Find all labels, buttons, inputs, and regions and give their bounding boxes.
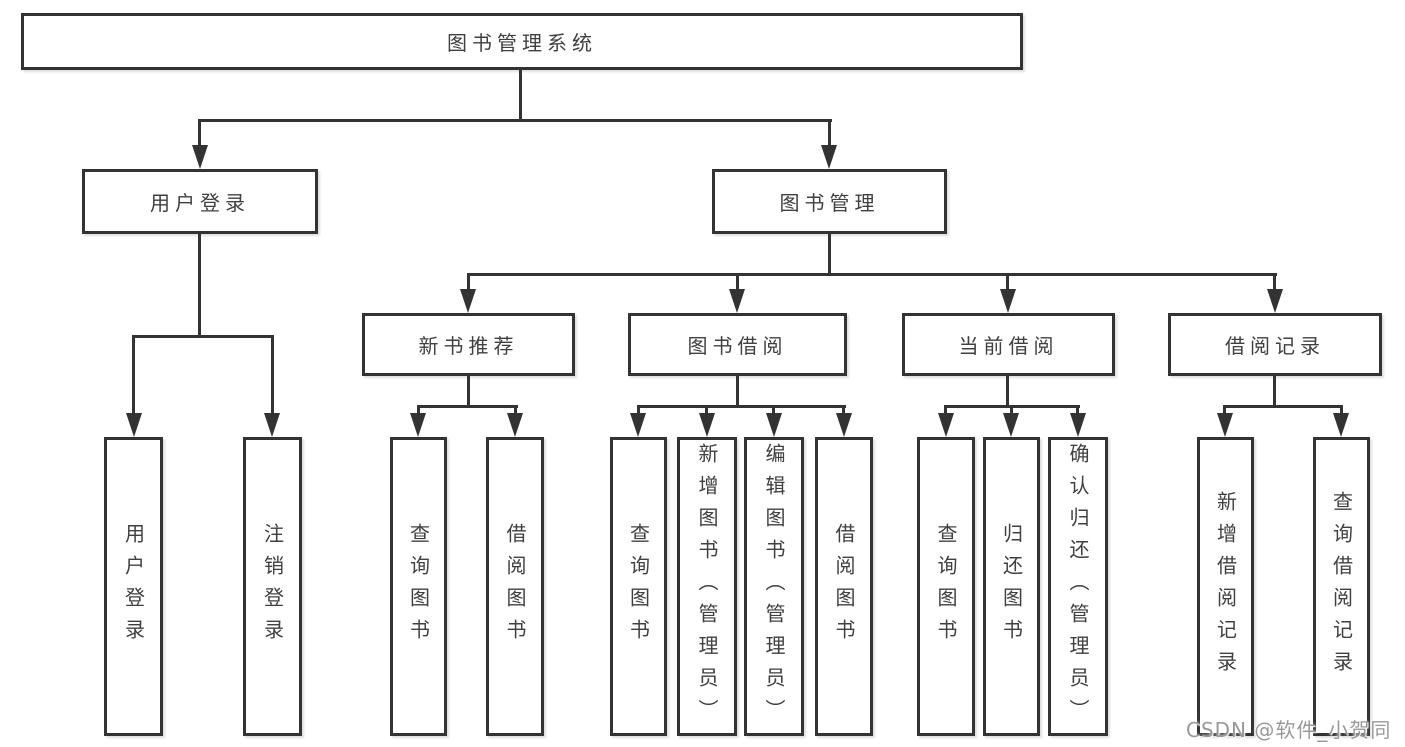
node-library-system-label: 图书管理系统	[447, 31, 597, 55]
leaf-edit-books-admin-label: 编辑图书（管理员）	[762, 442, 786, 731]
arrowhead-down-icon	[630, 413, 646, 437]
leaf-borrow-books-recommend: 借阅图书	[486, 437, 544, 736]
leaf-query-books-borrowing-label: 查询图书	[626, 522, 651, 651]
connector-root-branch	[198, 119, 832, 122]
connector-book-management-branch	[467, 273, 1277, 276]
node-new-book-recommend: 新书推荐	[362, 313, 575, 376]
arrowhead-down-icon	[1217, 413, 1233, 437]
connector-recommend-branch	[417, 405, 518, 408]
connector-records-stem	[1273, 375, 1276, 408]
connector-user-login-stem	[198, 233, 201, 338]
node-current-borrowing-label: 当前借阅	[958, 334, 1059, 358]
leaf-query-books-current-label: 查询图书	[934, 522, 958, 651]
arrowhead-down-icon	[126, 413, 142, 437]
connector-leaf	[1223, 405, 1226, 417]
leaf-query-borrow-record: 查询借阅记录	[1313, 437, 1370, 736]
arrowhead-down-icon	[821, 145, 837, 169]
connector-to-leaf-user-login	[132, 335, 135, 417]
node-new-book-recommend-label: 新书推荐	[418, 334, 519, 358]
arrowhead-down-icon	[264, 413, 280, 437]
leaf-query-borrow-record-label: 查询借阅记录	[1329, 490, 1354, 683]
leaf-borrow-books-borrowing: 借阅图书	[815, 437, 873, 736]
connector-user-login-branch	[132, 335, 274, 338]
connector-to-borrowing-records	[1273, 273, 1276, 293]
connector-leaf	[417, 405, 420, 417]
arrowhead-down-icon	[699, 413, 715, 437]
node-book-borrowing: 图书借阅	[628, 313, 847, 376]
arrowhead-down-icon	[460, 289, 476, 313]
connector-leaf	[1076, 405, 1079, 417]
arrowhead-down-icon	[729, 289, 745, 313]
arrowhead-down-icon	[836, 413, 852, 437]
leaf-add-books-admin: 新增图书（管理员）	[677, 437, 737, 736]
connector-leaf	[1010, 405, 1013, 417]
arrowhead-down-icon	[410, 413, 426, 437]
leaf-add-borrow-record: 新增借阅记录	[1197, 437, 1254, 736]
leaf-query-books-borrowing: 查询图书	[610, 437, 667, 736]
connector-to-new-book-recommend	[467, 273, 470, 293]
leaf-logout-login-label: 注销登录	[260, 522, 285, 651]
leaf-query-books-recommend-label: 查询图书	[406, 522, 431, 651]
connector-leaf	[637, 405, 640, 417]
leaf-logout-login: 注销登录	[243, 437, 302, 736]
connector-to-user-login	[198, 119, 201, 149]
arrowhead-down-icon	[1000, 289, 1016, 313]
arrowhead-down-icon	[192, 145, 208, 169]
leaf-borrow-books-recommend-label: 借阅图书	[503, 522, 527, 651]
csdn-watermark: CSDN @软件_小贺同学	[1186, 718, 1392, 742]
leaf-add-books-admin-label: 新增图书（管理员）	[695, 442, 719, 731]
connector-to-current-borrowing	[1006, 273, 1009, 293]
leaf-add-borrow-record-label: 新增借阅记录	[1213, 490, 1238, 683]
connector-leaf	[842, 405, 845, 417]
connector-records-branch	[1223, 405, 1343, 408]
arrowhead-down-icon	[938, 413, 954, 437]
leaf-user-login-label: 用户登录	[121, 522, 146, 651]
connector-recommend-stem	[467, 375, 470, 408]
connector-leaf	[944, 405, 947, 417]
connector-to-book-management	[828, 119, 831, 149]
connector-book-management-stem	[828, 233, 831, 276]
arrowhead-down-icon	[766, 413, 782, 437]
node-user-login-label: 用户登录	[150, 191, 250, 215]
leaf-return-books-label: 归还图书	[999, 522, 1024, 651]
connector-leaf	[772, 405, 775, 417]
connector-borrowing-branch	[637, 405, 846, 408]
connector-to-book-borrowing	[736, 273, 739, 293]
node-current-borrowing: 当前借阅	[902, 313, 1115, 376]
arrowhead-down-icon	[1267, 289, 1283, 313]
node-book-management: 图书管理	[712, 169, 947, 234]
connector-leaf	[1340, 405, 1343, 417]
node-borrowing-records: 借阅记录	[1168, 313, 1382, 376]
leaf-borrow-books-borrowing-label: 借阅图书	[832, 522, 856, 651]
arrowhead-down-icon	[1333, 413, 1349, 437]
leaf-query-books-current: 查询图书	[917, 437, 975, 736]
connector-root-stem	[519, 69, 522, 122]
arrowhead-down-icon	[507, 413, 523, 437]
node-user-login: 用户登录	[82, 169, 318, 234]
node-library-system: 图书管理系统	[21, 13, 1023, 70]
leaf-confirm-return-admin-label: 确认归还（管理员）	[1066, 442, 1090, 731]
leaf-edit-books-admin: 编辑图书（管理员）	[744, 437, 804, 736]
node-borrowing-records-label: 借阅记录	[1225, 334, 1325, 358]
leaf-query-books-recommend: 查询图书	[390, 437, 447, 736]
arrowhead-down-icon	[1003, 413, 1019, 437]
connector-leaf	[705, 405, 708, 417]
connector-borrowing-stem	[736, 375, 739, 408]
connector-to-leaf-logout	[271, 335, 274, 417]
node-book-management-label: 图书管理	[779, 191, 880, 215]
connector-current-stem	[1006, 375, 1009, 408]
leaf-user-login: 用户登录	[104, 437, 163, 736]
node-book-borrowing-label: 图书借阅	[687, 334, 788, 358]
arrowhead-down-icon	[1070, 413, 1086, 437]
leaf-return-books: 归还图书	[983, 437, 1040, 736]
connector-leaf	[514, 405, 517, 417]
leaf-confirm-return-admin: 确认归还（管理员）	[1048, 437, 1108, 736]
